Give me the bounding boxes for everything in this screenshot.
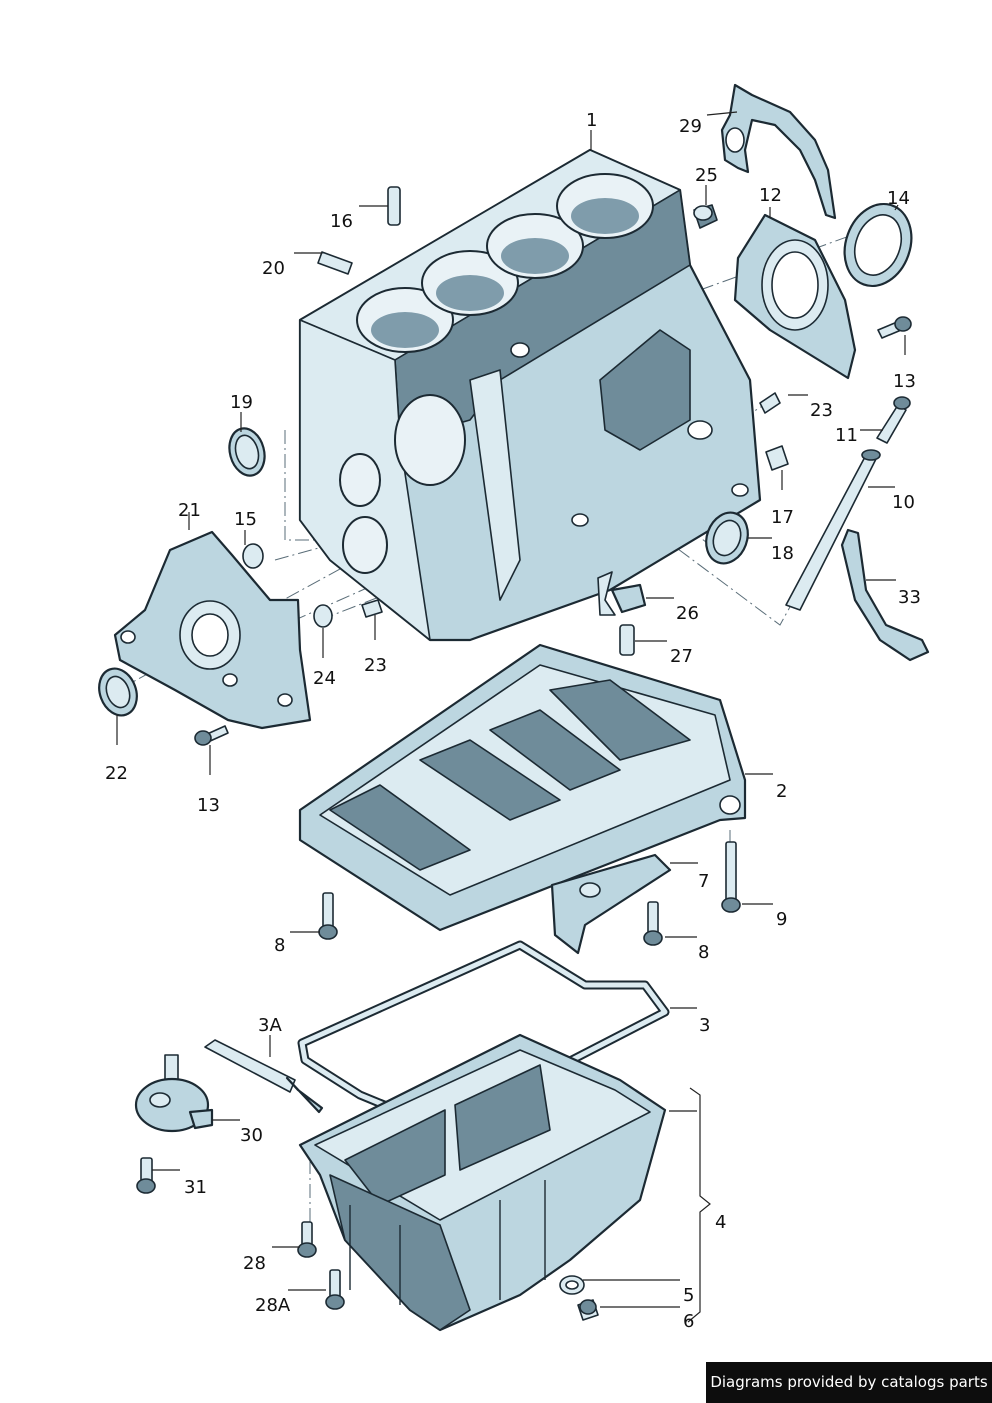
rear-cover-plate[interactable] xyxy=(720,83,837,220)
callout-25: 25 xyxy=(695,165,718,186)
callout-27: 27 xyxy=(670,646,693,667)
seal-ring-18[interactable] xyxy=(699,507,754,570)
bolt-8-right[interactable] xyxy=(643,901,663,946)
callout-33: 33 xyxy=(898,587,921,608)
callout-11: 11 xyxy=(835,425,858,446)
bolt-31[interactable] xyxy=(136,1157,156,1194)
callout-23-upper: 23 xyxy=(810,400,833,421)
callout-23-lower: 23 xyxy=(364,655,387,676)
callout-8-right: 8 xyxy=(698,942,709,963)
plug-25[interactable] xyxy=(693,204,718,229)
callout-19: 19 xyxy=(230,392,253,413)
callout-24: 24 xyxy=(313,668,336,689)
dowel-pin-16[interactable] xyxy=(387,186,401,226)
callout-4: 4 xyxy=(715,1212,726,1233)
oil-pan-lower[interactable] xyxy=(298,1033,667,1332)
callout-13-upper: 13 xyxy=(893,371,916,392)
callout-3: 3 xyxy=(699,1015,710,1036)
callout-18: 18 xyxy=(771,543,794,564)
leader-lines xyxy=(116,111,906,1323)
bolt-13-lower[interactable] xyxy=(194,725,229,746)
sensor-26[interactable] xyxy=(597,571,647,616)
callout-1: 1 xyxy=(586,110,597,131)
bolt-9[interactable] xyxy=(721,841,741,913)
callout-20: 20 xyxy=(262,258,285,279)
callout-30: 30 xyxy=(240,1125,263,1146)
baffle-7[interactable] xyxy=(550,853,672,955)
bolt-8-left[interactable] xyxy=(318,892,338,940)
seal-ring-22[interactable] xyxy=(93,663,143,720)
callout-28: 28 xyxy=(243,1253,266,1274)
callout-9: 9 xyxy=(776,909,787,930)
callout-7: 7 xyxy=(698,871,709,892)
bolt-27[interactable] xyxy=(619,624,635,656)
callout-21: 21 xyxy=(178,500,201,521)
callout-13-lower: 13 xyxy=(197,795,220,816)
callout-17: 17 xyxy=(771,507,794,528)
sleeve-23-lower[interactable] xyxy=(361,599,383,618)
callout-26: 26 xyxy=(676,603,699,624)
bolt-13-upper[interactable] xyxy=(877,316,912,339)
callout-22: 22 xyxy=(105,763,128,784)
bracket-33[interactable] xyxy=(840,528,930,662)
seal-ring-5[interactable] xyxy=(559,1275,585,1295)
callout-31: 31 xyxy=(184,1177,207,1198)
footer-credit-banner: Diagrams provided by catalogs parts xyxy=(706,1362,992,1403)
bolt-28a[interactable] xyxy=(325,1269,345,1310)
callout-15: 15 xyxy=(234,509,257,530)
seal-ring-14[interactable] xyxy=(834,195,923,296)
seal-flange[interactable] xyxy=(733,213,857,380)
callout-8-left: 8 xyxy=(274,935,285,956)
drain-plug-6[interactable] xyxy=(577,1299,599,1321)
callout-2: 2 xyxy=(776,781,787,802)
dowel-pin-20[interactable] xyxy=(317,251,353,275)
oil-pan-gasket[interactable] xyxy=(297,940,670,1133)
callout-6: 6 xyxy=(683,1311,694,1332)
dipstick-tube-10[interactable] xyxy=(785,449,881,611)
callout-12: 12 xyxy=(759,185,782,206)
bolt-28[interactable] xyxy=(297,1221,317,1258)
callout-28a: 28A xyxy=(255,1295,291,1316)
sleeve-17[interactable] xyxy=(765,445,789,471)
callout-16: 16 xyxy=(330,211,353,232)
callout-10: 10 xyxy=(892,492,915,513)
callout-14: 14 xyxy=(887,188,910,209)
ring-24[interactable] xyxy=(313,604,333,628)
oil-dipstick-guide-11[interactable] xyxy=(876,396,911,444)
cylinder-block[interactable] xyxy=(298,148,762,642)
ring-15[interactable] xyxy=(242,543,264,569)
callout-labels: 1 29 25 12 14 16 20 13 23 11 19 10 17 21… xyxy=(105,110,921,1332)
oil-pan-upper[interactable] xyxy=(298,643,747,932)
sealant-tube-3a[interactable] xyxy=(204,1039,324,1114)
callout-5: 5 xyxy=(683,1285,694,1306)
seal-ring-19[interactable] xyxy=(224,424,269,479)
callout-29: 29 xyxy=(679,116,702,137)
front-cover[interactable] xyxy=(113,530,312,730)
dowel-sleeve-23-upper[interactable] xyxy=(759,392,781,414)
callout-3a: 3A xyxy=(258,1015,282,1036)
oil-level-sensor-30[interactable] xyxy=(134,1054,214,1133)
